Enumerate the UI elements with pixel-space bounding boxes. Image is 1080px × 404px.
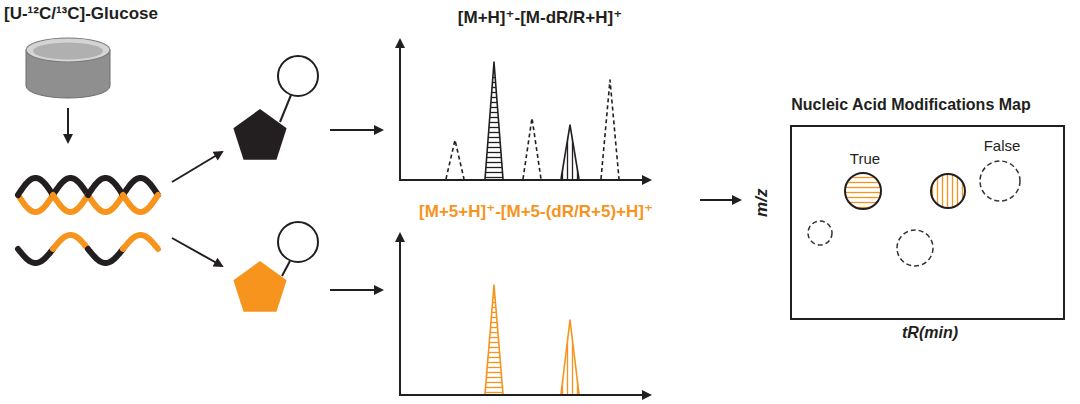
panel-heading: [U-¹²C/¹³C]-Glucose: [4, 4, 218, 24]
glycosidic-bond: [280, 95, 291, 122]
flow-arrow: [67, 108, 69, 142]
x-axis: [399, 394, 650, 396]
ms-peak: [485, 285, 503, 394]
base-oval: [278, 222, 318, 262]
feature-circle: False: [970, 137, 1034, 203]
petri-dish-medium: [33, 43, 103, 60]
dna-strand: [53, 195, 88, 212]
flow-arrow: [172, 152, 222, 182]
ms-peak: [523, 118, 541, 179]
ms-peak: [485, 62, 503, 179]
y-axis: [399, 40, 401, 180]
feature-circle: True: [835, 150, 895, 212]
ms-peak: [561, 320, 579, 394]
flow-arrow: [700, 199, 740, 201]
feature-dashed: [897, 230, 933, 266]
glycosidic-bond: [282, 261, 290, 276]
axis-label: tR(min): [890, 324, 970, 342]
dna-strand: [18, 178, 53, 195]
ribose-pentagon: [233, 109, 286, 160]
dna-strand: [88, 178, 123, 195]
panel-heading: [M+H]⁺-[M-dR/R+H]⁺: [413, 8, 667, 28]
dna-strand: [18, 195, 53, 212]
feature-circle-shape: [845, 173, 881, 209]
rna-strand: [18, 249, 53, 263]
feature-true: [931, 174, 965, 208]
y-axis: [399, 234, 401, 395]
dna-strand: [88, 195, 123, 212]
ribose-pentagon: [233, 261, 286, 312]
feature-dashed: [808, 221, 832, 245]
petri-dish-rim: [26, 38, 110, 62]
flow-arrow: [330, 129, 382, 131]
panel-heading: Nucleic Acid Modifications Map: [748, 96, 1074, 114]
spectrum-panel: [M+H]⁺-[M-dR/R+H]⁺: [395, 6, 667, 188]
feature-circle-shape: [980, 161, 1020, 201]
x-axis: [399, 179, 650, 181]
feature-label: False: [970, 137, 1034, 154]
rna-strand: [123, 235, 158, 249]
axis-label: m/z: [752, 183, 772, 223]
dna-strand: [123, 195, 158, 212]
ms-peak: [601, 80, 619, 179]
panel-heading: [M+5+H]⁺-[M+5-(dR/R+5)+H]⁺: [405, 202, 667, 222]
map-panel: Nucleic Acid Modifications MapTrue False: [748, 96, 1074, 324]
dna-strand: [53, 178, 88, 195]
glucose-dish: [U-¹²C/¹³C]-Glucose: [4, 4, 218, 104]
flow-arrow: [172, 238, 222, 266]
feature-label: True: [835, 150, 895, 167]
ms-peak: [446, 140, 464, 179]
flow-arrow: [330, 289, 382, 291]
map-frame: [790, 125, 1065, 320]
rna-strand: [53, 235, 88, 249]
dna-strand: [123, 178, 158, 195]
spectrum-panel: [M+5+H]⁺-[M+5-(dR/R+5)+H]⁺: [395, 200, 667, 398]
base-oval: [278, 56, 318, 96]
rna-strand: [88, 249, 123, 263]
ms-peak: [561, 125, 579, 179]
